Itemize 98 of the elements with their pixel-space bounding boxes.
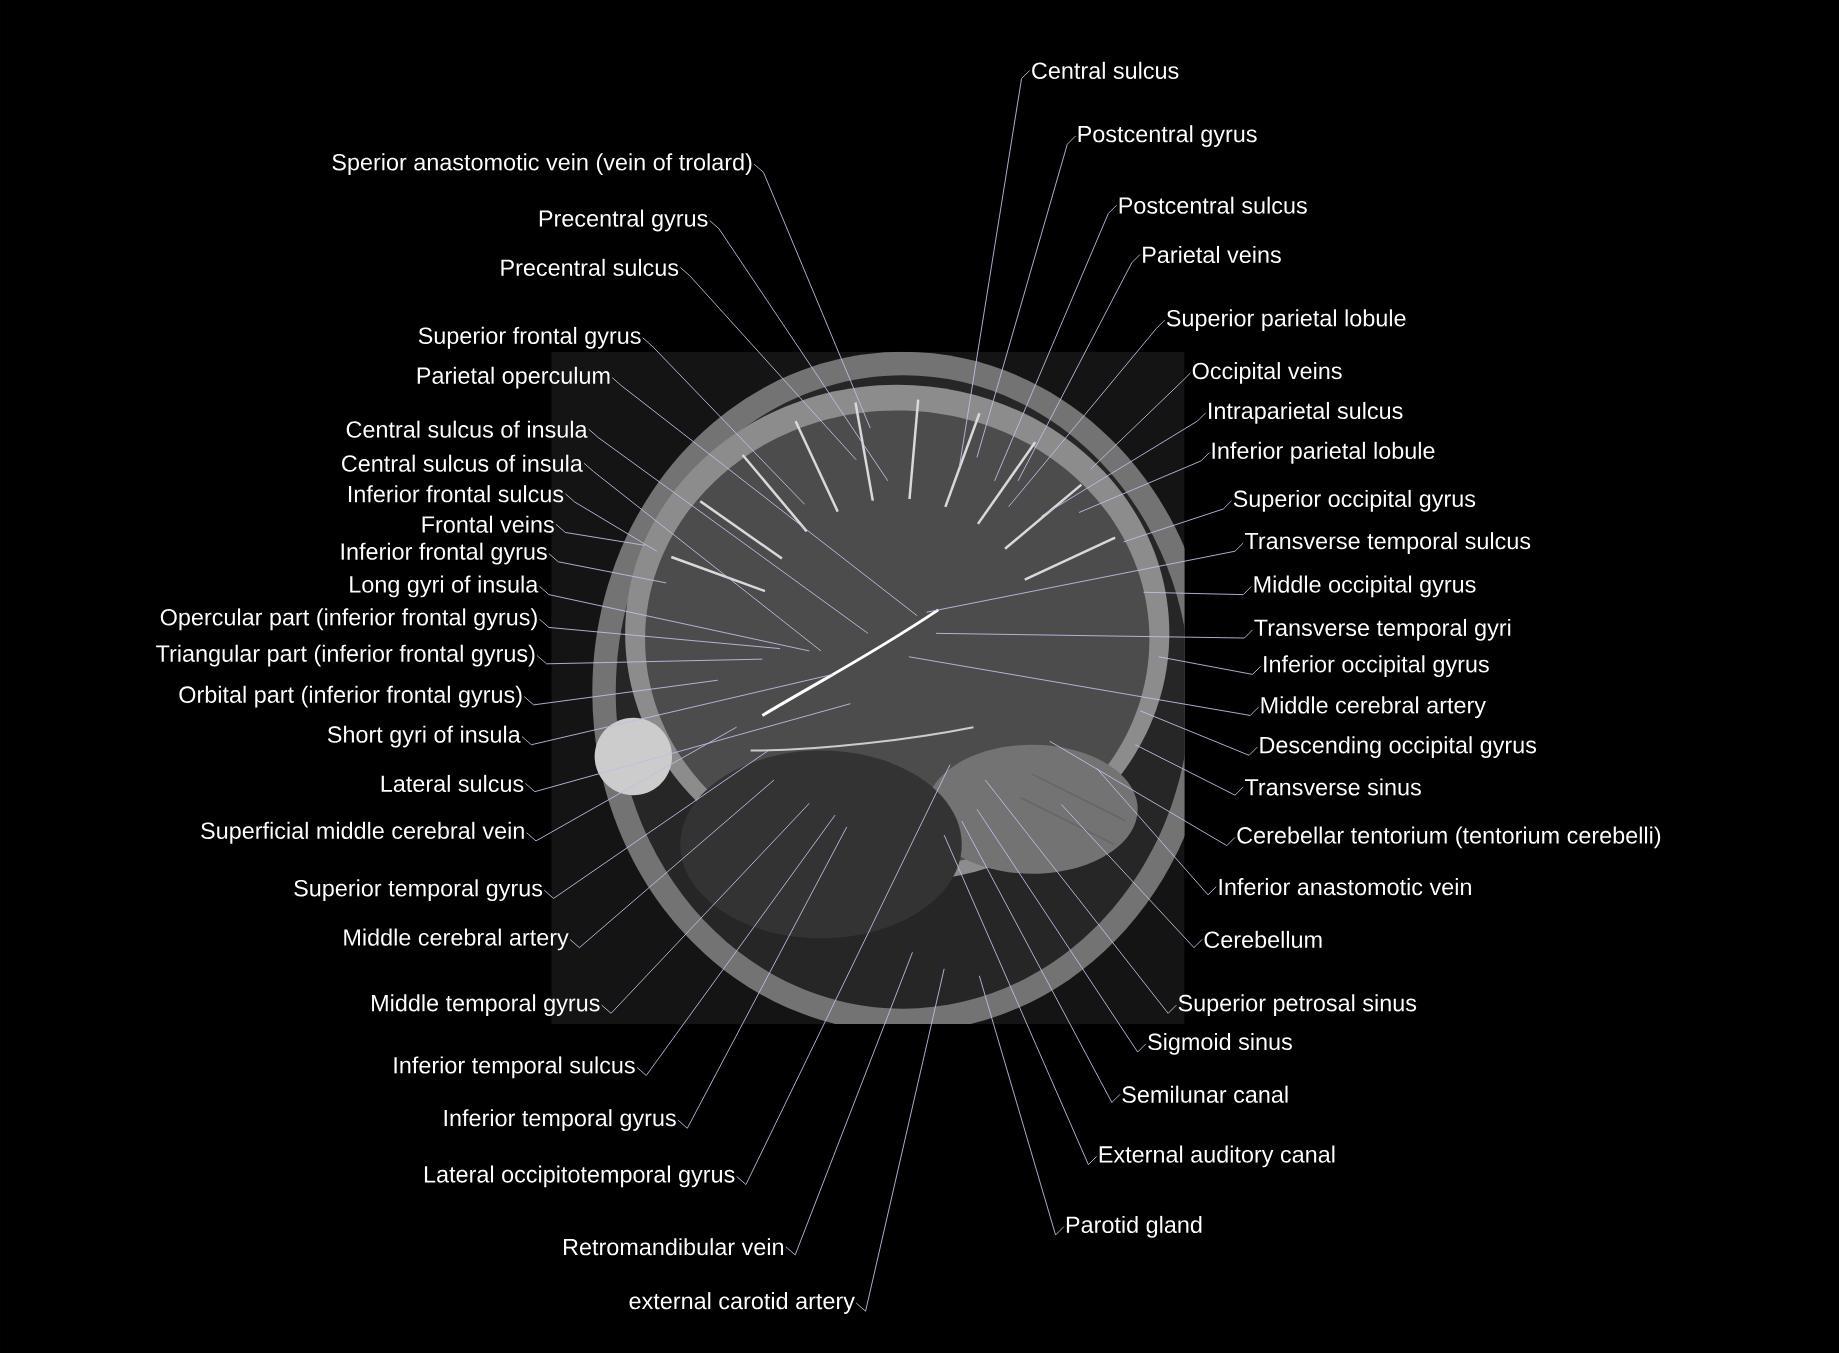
- leader-line: [978, 975, 1065, 1236]
- label-text: Inferior occipital gyrus: [1264, 655, 1489, 677]
- label-text: Inferior temporal gyrus: [444, 1108, 676, 1131]
- leader-line: [636, 814, 836, 1076]
- label-text: Cerebellar tentorium (tentorium cerebelli): [1237, 826, 1661, 849]
- label-text: Occipital veins: [1192, 361, 1342, 384]
- leader-line: [536, 654, 763, 665]
- label-text: Inferior parietal lobule: [1212, 441, 1435, 464]
- label-text: Opercular part (inferior frontal gyrus): [160, 608, 537, 630]
- label-text: Precentral gyrus: [539, 209, 708, 232]
- leader-line: [1134, 744, 1244, 796]
- leader-line: [1123, 500, 1232, 543]
- label-text: Triangular part (inferior frontal gyrus): [156, 644, 535, 667]
- leader-line: [601, 802, 810, 1014]
- label-text: Orbital part (inferior frontal gyrus): [179, 685, 522, 708]
- leader-line: [1139, 710, 1258, 756]
- leader-line: [976, 135, 1076, 458]
- label-text: Superior temporal gyrus: [294, 879, 543, 901]
- leader-line: [583, 462, 822, 652]
- leader-line: [588, 428, 869, 634]
- leader-line: [1008, 319, 1166, 507]
- leader-line: [1078, 452, 1210, 513]
- leader-line: [564, 493, 658, 552]
- label-text: Superior frontal gyrus: [418, 326, 641, 349]
- leader-line: [679, 266, 857, 460]
- label-text: Transverse temporal gyri: [1254, 618, 1511, 641]
- label-text: Frontal veins: [422, 515, 554, 533]
- leader-line: [908, 656, 1259, 716]
- label-text: Long gyri of insula: [350, 575, 539, 598]
- label-text: Middle temporal gyrus: [372, 994, 600, 1016]
- leader-line: [539, 585, 810, 652]
- leader-line: [1143, 585, 1252, 595]
- label-text: Cerebellum: [1204, 930, 1322, 948]
- leader-line: [736, 764, 951, 1185]
- label-text: Middle cerebral artery: [344, 928, 569, 951]
- leader-line: [1049, 740, 1236, 846]
- label-text: Central sulcus: [1032, 61, 1179, 79]
- label-text: Middle occipital gyrus: [1254, 575, 1476, 598]
- label-text: Sperior anastomotic vein (vein of trolard): [332, 153, 752, 175]
- label-text: Short gyri of insula: [327, 725, 521, 748]
- leader-line: [753, 163, 871, 429]
- label-text: Parotid gland: [1066, 1215, 1202, 1238]
- label-text: Superior parietal lobule: [1166, 309, 1406, 331]
- label-text: Parietal veins: [1143, 245, 1281, 263]
- leader-line: [984, 779, 1177, 1014]
- label-text: Inferior temporal sulcus: [394, 1056, 635, 1078]
- label-text: Central sulcus of insula: [342, 454, 583, 472]
- label-text: Superior occipital gyrus: [1233, 489, 1476, 512]
- leader-line: [709, 219, 889, 482]
- label-text: External auditory canal: [1099, 1145, 1335, 1168]
- leader-line: [543, 749, 769, 899]
- label-text: Inferior anastomotic vein: [1219, 877, 1471, 896]
- label-text: Postcentral gyrus: [1078, 124, 1257, 147]
- leader-line: [1090, 372, 1191, 470]
- label-text: Superficial middle cerebral vein: [201, 821, 524, 844]
- leader-line: [926, 542, 1244, 613]
- leader-line: [958, 69, 1031, 467]
- leader-line: [521, 673, 834, 745]
- leader-line: [1158, 656, 1262, 675]
- leader-line: [994, 204, 1117, 482]
- label-text: Lateral sulcus: [381, 774, 524, 792]
- leader-line: [526, 726, 737, 842]
- leader-line: [961, 820, 1121, 1103]
- leader-line: [677, 826, 848, 1129]
- label-text: Inferior frontal gyrus: [341, 542, 547, 565]
- leader-line: [943, 834, 1098, 1165]
- label-text: Superior petrosal sinus: [1178, 994, 1417, 1016]
- leader-line: [611, 377, 918, 616]
- label-text: Descending occipital gyrus: [1260, 736, 1537, 758]
- leader-line: [1041, 412, 1207, 517]
- leader-line: [525, 703, 851, 792]
- label-text: Sigmoid sinus: [1148, 1032, 1292, 1055]
- leader-line: [855, 968, 945, 1312]
- label-text: Semilunar canal: [1122, 1085, 1288, 1103]
- leader-line: [785, 951, 913, 1256]
- leader-line: [555, 523, 646, 546]
- label-text: Parietal operculum: [417, 366, 610, 389]
- label-text: Precentral sulcus: [501, 258, 679, 276]
- leader-line: [539, 618, 781, 649]
- label-text: Transverse temporal sulcus: [1244, 531, 1531, 554]
- leader-line: [1061, 803, 1203, 948]
- leader-line: [976, 808, 1147, 1053]
- leader-line: [1017, 253, 1141, 482]
- leader-line: [642, 337, 806, 505]
- label-text: Postcentral sulcus: [1119, 196, 1307, 214]
- label-text: Retromandibular vein: [564, 1237, 784, 1256]
- label-text: Lateral occipitotemporal gyrus: [424, 1165, 735, 1188]
- label-text: Central sulcus of insula: [346, 420, 588, 438]
- leader-line: [935, 629, 1254, 639]
- label-text: Transverse sinus: [1244, 778, 1421, 796]
- leader-line: [548, 552, 667, 584]
- label-text: Intraparietal sulcus: [1209, 401, 1403, 424]
- leader-line: [1096, 767, 1217, 896]
- label-text: Inferior frontal sulcus: [348, 484, 564, 503]
- label-text: Middle cerebral artery: [1261, 696, 1486, 718]
- leader-line: [569, 779, 775, 948]
- label-text: external carotid artery: [629, 1291, 855, 1314]
- leader-line: [523, 679, 719, 706]
